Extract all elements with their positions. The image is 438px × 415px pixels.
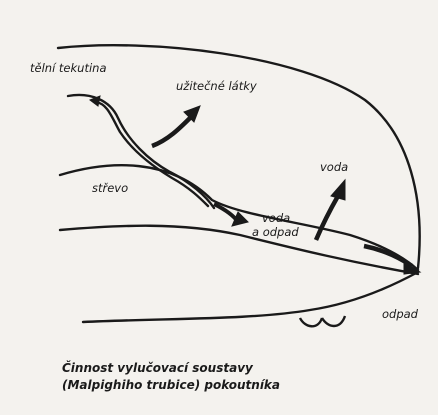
waste-pellets	[300, 316, 345, 326]
label-body-fluid: tělní tekutina	[30, 61, 107, 75]
label-water: voda	[320, 160, 348, 174]
intestine-lower-wall	[60, 226, 418, 274]
water-arrow	[316, 196, 338, 240]
label-waste: odpad	[382, 307, 419, 321]
label-useful-substances: užitečné látky	[176, 79, 257, 93]
label-intestine: střevo	[92, 181, 128, 195]
useful-substances-arrow	[152, 118, 190, 146]
label-water-and-waste-line1: voda	[262, 211, 290, 225]
caption-line-1: Činnost vylučovací soustavy	[62, 360, 280, 377]
body-lower-outline	[83, 272, 418, 322]
caption-line-2: (Malpighiho trubice) pokoutníka	[62, 377, 280, 394]
figure-caption: Činnost vylučovací soustavy (Malpighiho …	[62, 360, 280, 394]
label-water-and-waste-line2: a odpad	[252, 225, 299, 239]
water-arrowhead	[331, 180, 345, 200]
